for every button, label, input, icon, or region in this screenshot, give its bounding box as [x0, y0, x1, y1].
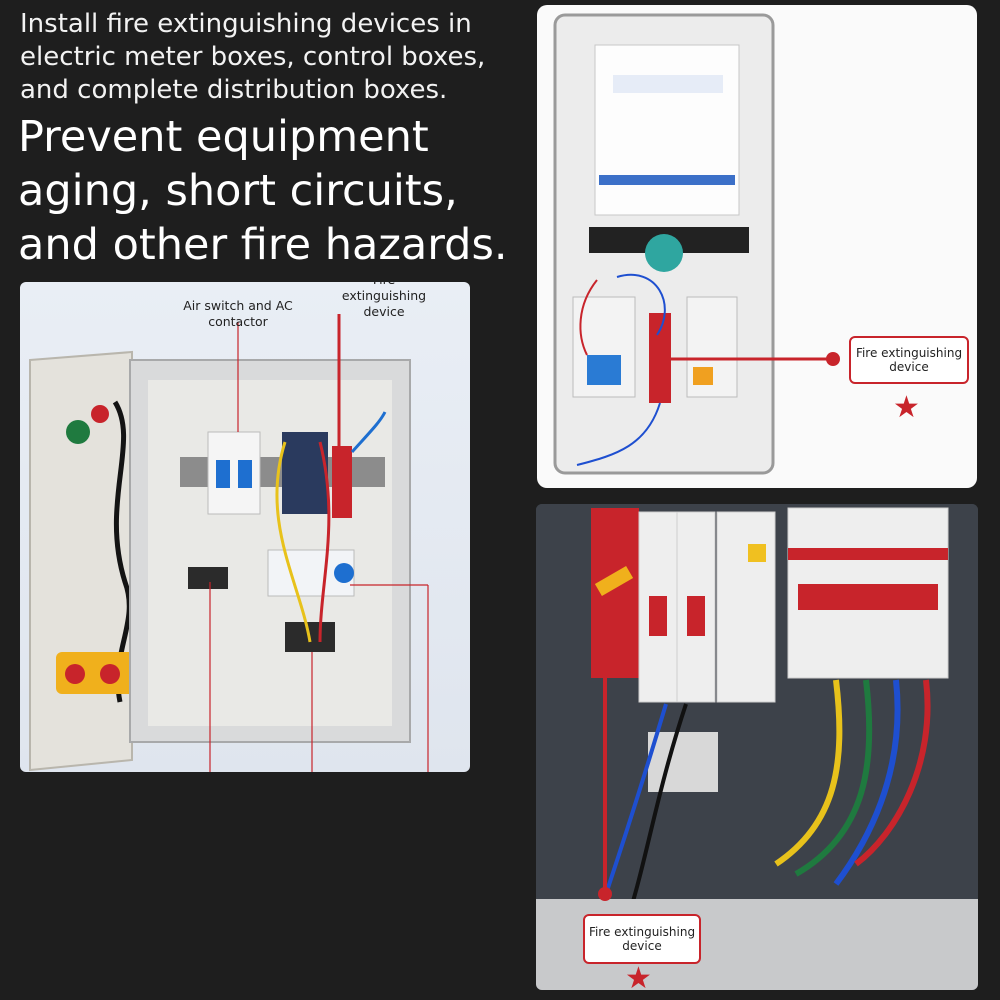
control-box-illustration	[29, 314, 429, 772]
meter-box-illustration	[553, 13, 840, 475]
label-air-switch-ac-contactor: Air switch and AC contactor	[183, 298, 293, 329]
headline-main: Prevent equipment aging, short circuits,…	[18, 112, 508, 270]
breaker-panel-illustration	[536, 504, 978, 990]
control-box-photo: Air switch and AC contactor Fire extingu…	[20, 282, 470, 772]
meter-box-photo: Fire extinguishing device ★	[537, 5, 977, 488]
breaker-panel-photo: Fire extinguishing device ★	[536, 504, 978, 990]
star-icon: ★	[893, 390, 920, 425]
callout-fire-extinguishing-device-bottom: Fire extinguishing device	[583, 914, 701, 964]
callout-fire-extinguishing-device: Fire extinguishing device	[849, 336, 969, 384]
headline-intro: Install fire extinguishing devices in el…	[20, 9, 486, 105]
label-fire-extinguishing-device: Fire extinguishing device	[341, 282, 427, 319]
star-icon-bottom: ★	[625, 961, 652, 991]
